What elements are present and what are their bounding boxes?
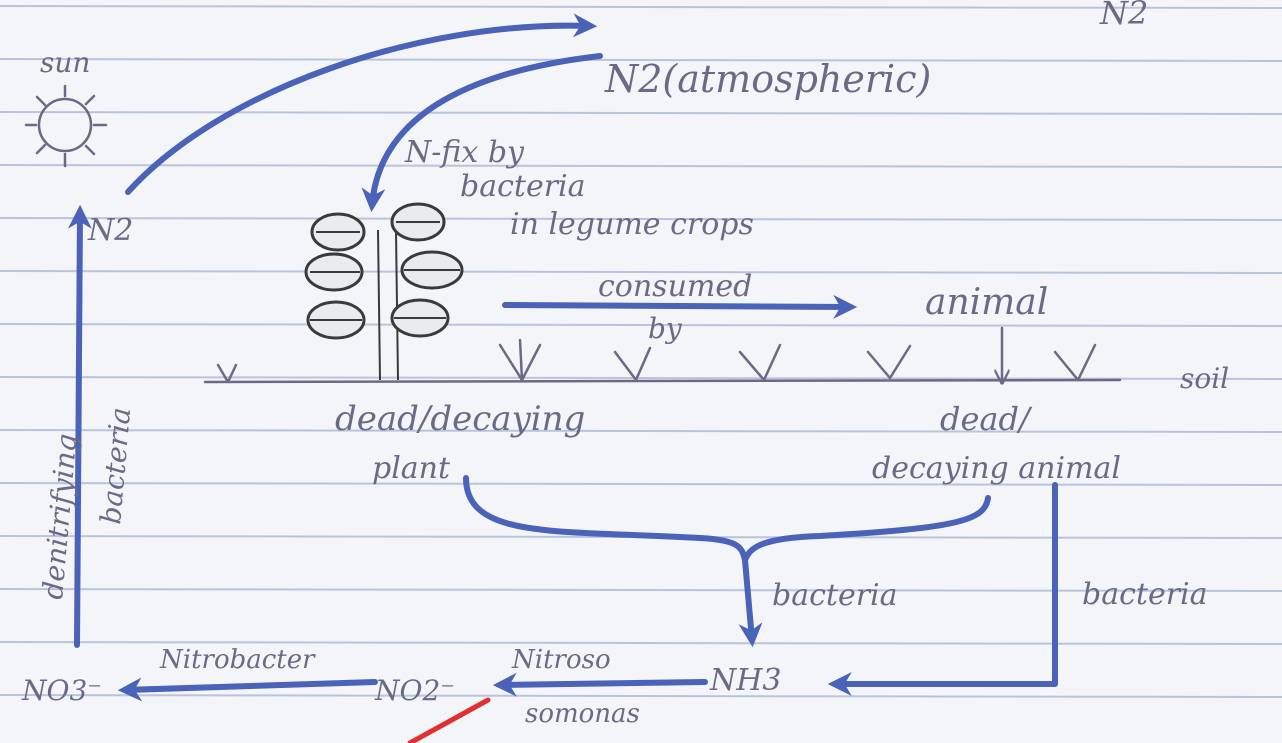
arrow-no3-to-n2 xyxy=(67,204,92,648)
sun-icon xyxy=(24,84,108,168)
soil-label: soil xyxy=(1180,362,1229,395)
animal-label: animal xyxy=(925,282,1048,323)
no2-label: NO2⁻ xyxy=(374,674,455,707)
n-fix-label: N-fix by xyxy=(404,135,525,170)
arrow-denitrification-to-atmosphere xyxy=(125,13,598,195)
bacteria-fix-label: bacteria xyxy=(460,169,586,204)
ruled-line xyxy=(0,482,1282,486)
dead-animal-label-2: decaying animal xyxy=(872,451,1121,486)
ruled-line xyxy=(0,217,1282,221)
legume-crops-label: in legume crops xyxy=(510,207,754,242)
nitrobacter-label: Nitrobacter xyxy=(159,645,316,675)
arrow-plant-to-animal xyxy=(502,294,858,319)
nh3-label: NH3 xyxy=(709,663,782,698)
bacteria-center-label: bacteria xyxy=(772,578,898,613)
dead-animal-label-1: dead/ xyxy=(940,400,1033,438)
ruled-line xyxy=(0,58,1282,62)
red-pointer-mark xyxy=(407,697,491,743)
grass-tuft-icon xyxy=(216,338,1097,384)
sun-label: sun xyxy=(40,46,90,79)
ruled-line xyxy=(0,694,1282,698)
plant-icon xyxy=(304,202,464,381)
arrow-nh3-to-no2 xyxy=(492,672,708,697)
ruled-line xyxy=(0,111,1282,115)
nitrosomonas-label-1: Nitroso xyxy=(511,645,611,675)
n2-left-label: N2 xyxy=(87,213,133,248)
ruled-line xyxy=(0,164,1282,168)
ruled-line xyxy=(0,323,1282,327)
n2-top-right-label: N2 xyxy=(1099,0,1148,32)
ruled-line xyxy=(0,429,1282,433)
bacteria-right-label: bacteria xyxy=(1082,577,1208,612)
arrow-no2-to-no3 xyxy=(117,677,378,702)
brace-decomposition xyxy=(463,475,991,563)
arrow-atmosphere-to-plant xyxy=(361,53,603,213)
arrow-animal-to-nh3 xyxy=(827,482,1058,696)
ruled-lines xyxy=(0,5,1282,698)
ruled-line xyxy=(0,5,1282,9)
ruled-line xyxy=(0,376,1282,380)
soil-line xyxy=(203,378,1122,384)
n2-atmospheric-label: N2(atmospheric) xyxy=(604,57,931,101)
denitrifying-label-2: bacteria xyxy=(94,406,137,526)
nitrosomonas-label-2: somonas xyxy=(525,699,640,729)
no3-label: NO3⁻ xyxy=(21,674,102,707)
by-label: by xyxy=(648,312,683,345)
dead-plant-label-1: dead/decaying xyxy=(335,399,585,439)
consumed-label: consumed xyxy=(598,269,752,304)
ruled-line xyxy=(0,588,1282,592)
ruled-line xyxy=(0,270,1282,274)
dead-plant-label-2: plant xyxy=(372,451,451,486)
arrow-decomposition-to-nh3 xyxy=(738,557,763,648)
ruled-line xyxy=(0,641,1282,645)
